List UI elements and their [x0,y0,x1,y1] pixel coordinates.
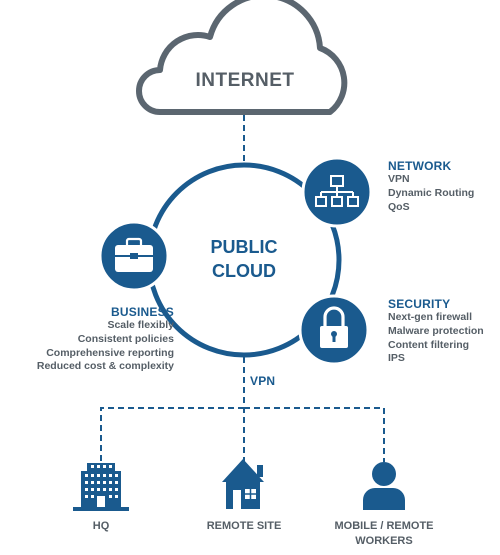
mobile-workers-label: MOBILE / REMOTE WORKERS [316,519,452,549]
vpn-branch-mobile [244,407,385,462]
network-badge [301,156,373,228]
business-item: Consistent policies [77,332,174,345]
briefcase-icon [115,237,153,272]
padlock-icon [320,306,348,348]
business-list: BUSINESS Scale flexibly Consistent polic… [2,305,174,374]
building-icon [73,463,129,511]
security-item: IPS [388,352,405,365]
network-item: Dynamic Routing [388,186,475,199]
network-hierarchy-icon [315,175,359,207]
vpn-label: VPN [250,374,276,388]
house-icon [222,459,264,509]
security-item: Malware protection [388,324,484,337]
remote-site-label: REMOTE SITE [206,520,282,532]
hq-label: HQ [92,520,110,532]
security-item: Next-gen firewall [388,311,473,323]
security-title: SECURITY [388,297,451,311]
public-cloud-line2: CLOUD [212,261,276,281]
network-title: NETWORK [388,159,452,173]
business-item: Reduced cost & complexity [36,360,174,373]
business-badge [98,220,170,292]
internet-label: INTERNET [195,70,295,91]
network-item: VPN [388,173,410,185]
security-badge [298,294,370,366]
security-item: Content filtering [388,338,470,351]
public-cloud-title: PUBLIC CLOUD [184,235,304,283]
business-title: BUSINESS [111,305,174,319]
business-item: Comprehensive reporting [46,346,174,359]
person-icon [363,462,405,510]
mobile-workers-line2: WORKERS [355,535,413,547]
network-list: NETWORK VPN Dynamic Routing QoS [388,159,474,214]
vpn-branch-hq [100,407,244,462]
cloud-icon [136,0,348,115]
network-item: QoS [388,200,410,213]
mobile-workers-line1: MOBILE / REMOTE [334,520,434,532]
public-cloud-line1: PUBLIC [210,237,278,257]
business-item: Scale flexibly [107,319,174,331]
security-list: SECURITY Next-gen firewall Malware prote… [388,297,484,366]
